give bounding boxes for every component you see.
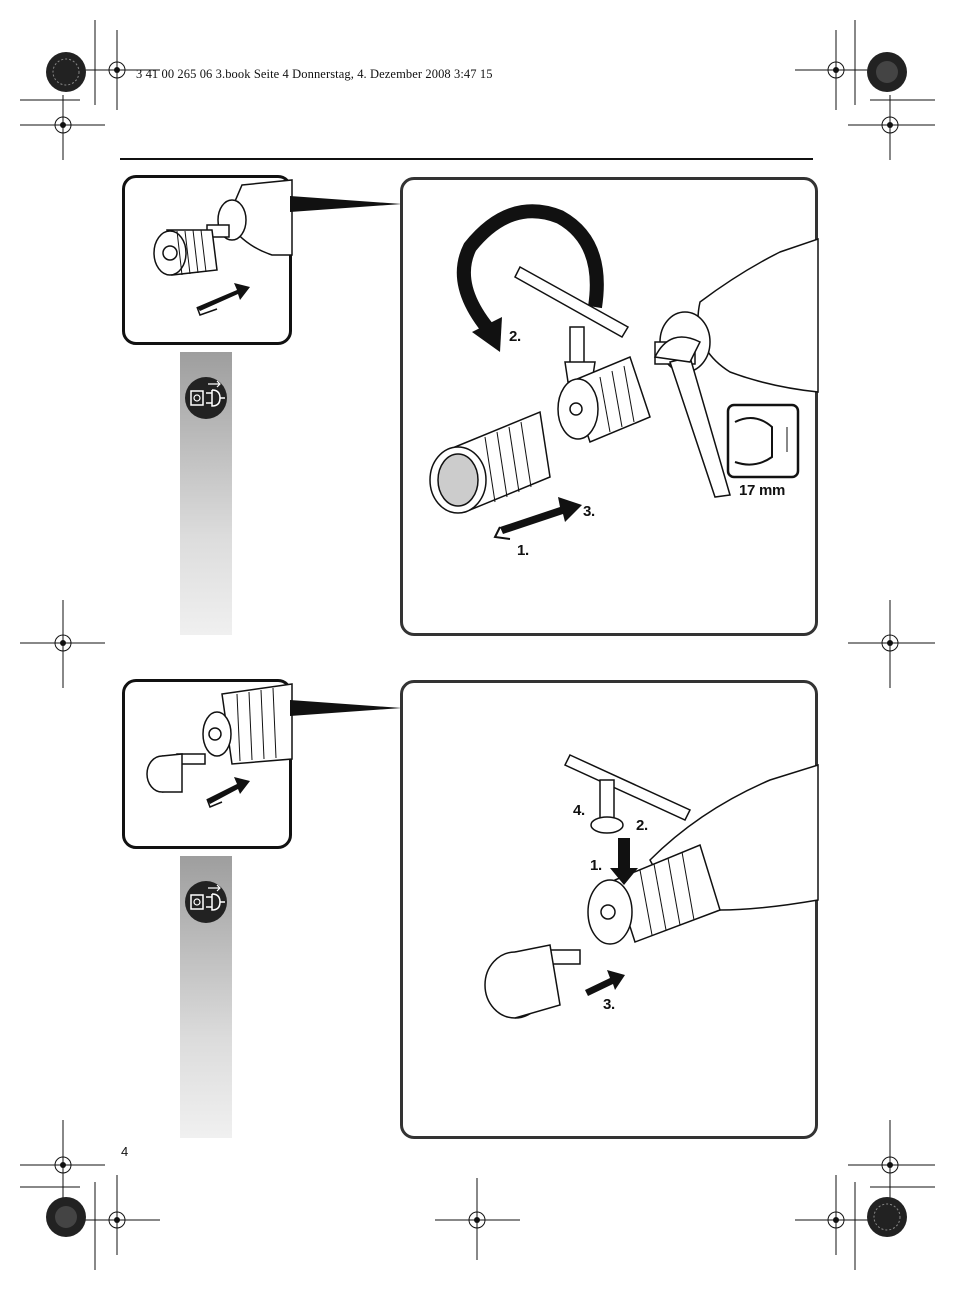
step-label-2: 2. bbox=[509, 328, 521, 345]
unplug-icon bbox=[185, 377, 227, 419]
step-label-2: 2. bbox=[636, 817, 648, 834]
callout-pointer-top bbox=[290, 196, 402, 212]
wrench-size-label: 17 mm bbox=[739, 482, 786, 499]
step-label-1: 1. bbox=[517, 542, 529, 559]
unplug-icon bbox=[185, 881, 227, 923]
thumbnail-chuck-removal bbox=[122, 175, 293, 345]
thumbnail-chuck-mount bbox=[122, 679, 293, 849]
figure-panel-top: 2. 3. 1. 17 mm bbox=[400, 177, 819, 636]
chuck-wrench-illustration bbox=[429, 204, 819, 540]
callout-pointer-bottom bbox=[290, 700, 402, 716]
chuck-mount-illustration bbox=[146, 683, 293, 808]
step-label-3: 3. bbox=[603, 996, 615, 1013]
step-label-3: 3. bbox=[583, 503, 595, 520]
top-rule bbox=[120, 158, 813, 160]
file-header: 3 41 00 265 06 3.book Seite 4 Donnerstag… bbox=[136, 67, 493, 81]
step-label-1: 1. bbox=[590, 857, 602, 874]
figure-panel-bottom: 4. 2. 1. 3. bbox=[400, 680, 819, 1139]
page-number: 4 bbox=[121, 1144, 129, 1159]
chuck-tightening-illustration bbox=[484, 754, 819, 1019]
step-label-4: 4. bbox=[573, 802, 585, 819]
chuck-detach-illustration bbox=[153, 179, 293, 316]
